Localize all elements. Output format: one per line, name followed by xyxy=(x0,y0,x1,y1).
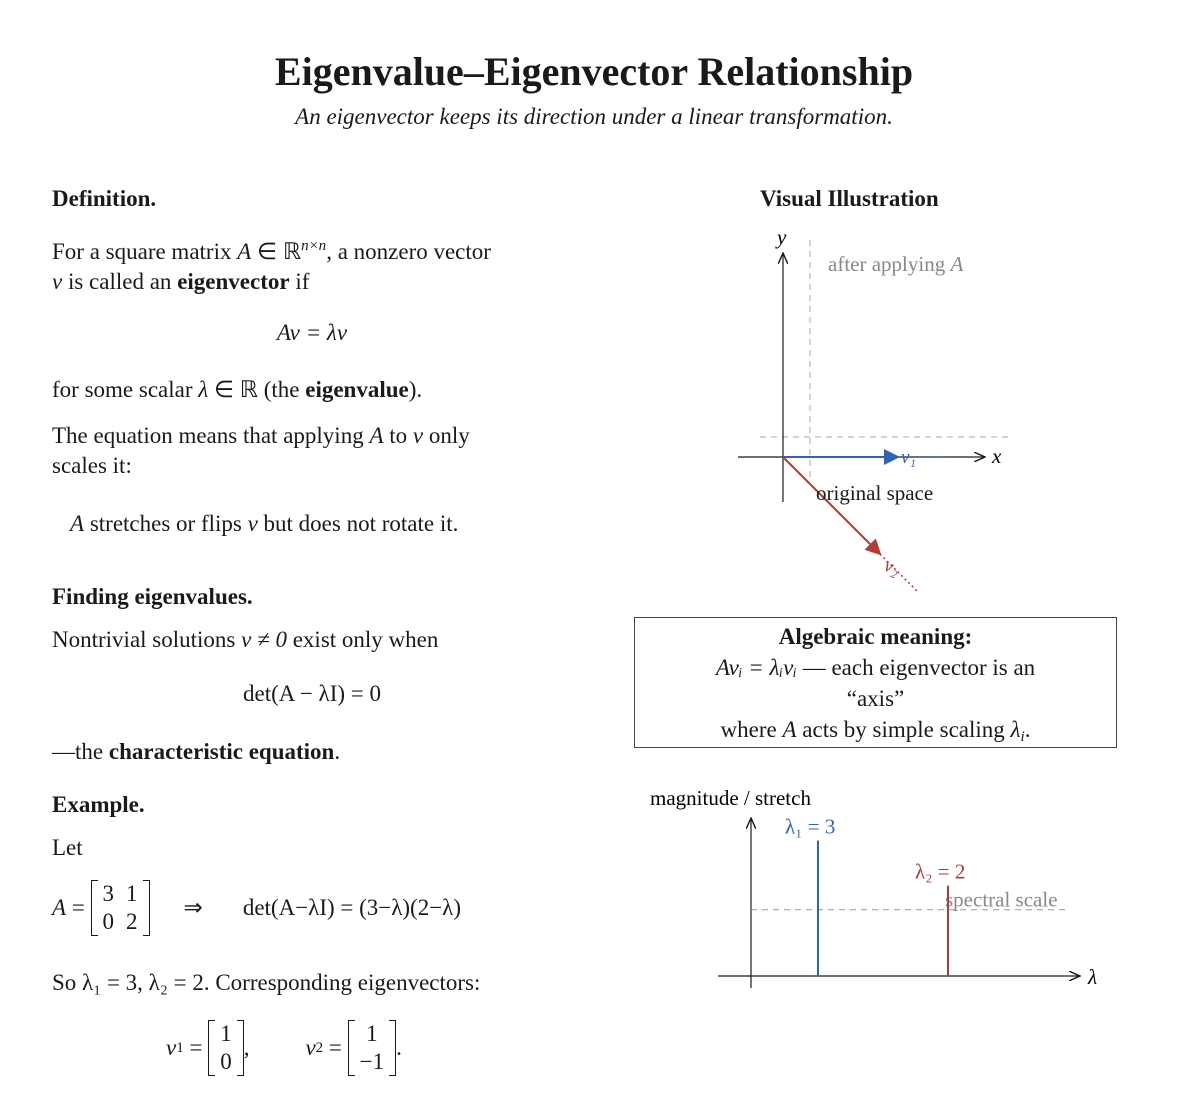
v2-scaled-arrow xyxy=(879,553,919,593)
algebraic-meaning-box: Algebraic meaning: Avᵢ = λᵢvᵢ — each eig… xyxy=(634,617,1117,748)
spectrum-chart: magnitude / stretch λ spectral scale λ₁ … xyxy=(650,786,1097,989)
v1-label: v₁ xyxy=(901,447,916,468)
nontrivial-line: Nontrivial solutions v ≠ 0 exist only wh… xyxy=(52,627,439,652)
characteristic-equation: det(A − λI) = 0 xyxy=(242,681,381,706)
v2-arrow xyxy=(782,456,882,556)
eigenvalue-bar-label: λ₁ = 3 xyxy=(785,815,835,839)
chart-ylabel: magnitude / stretch xyxy=(650,786,811,810)
eigenvalue-bar-label: λ₂ = 2 xyxy=(915,860,965,884)
after-applying-label: after applying A xyxy=(828,252,963,276)
meaning-paragraph: The equation means that applying A to v … xyxy=(52,423,470,478)
definition-heading: Definition. xyxy=(52,186,157,211)
algebraic-line-2: “axis” xyxy=(846,686,905,711)
implies-symbol: ⇒ xyxy=(183,895,203,920)
vector-cell: 1 xyxy=(220,1021,232,1046)
matrix-cell: 3 xyxy=(102,881,115,906)
algebraic-line-1: Avᵢ = λᵢvᵢ — each eigenvector is an xyxy=(715,655,1036,680)
page-subtitle: An eigenvector keeps its direction under… xyxy=(295,104,893,129)
chart-xlabel: λ xyxy=(1087,965,1097,989)
page-title: Eigenvalue–Eigenvector Relationship xyxy=(274,49,914,94)
illustration-heading: Visual Illustration xyxy=(760,186,939,211)
let-text: Let xyxy=(52,835,83,860)
stretch-statement: A stretches or flips v but does not rota… xyxy=(70,511,459,536)
det-expression: det(A−λI) = (3−λ)(2−λ) xyxy=(242,895,461,920)
scalar-line: for some scalar λ ∈ ℝ (the eigenvalue). xyxy=(52,377,423,402)
eigenvalues-line: So λ₁ = 3, λ₂ = 2. Corresponding eigenve… xyxy=(52,970,481,995)
example-heading: Example. xyxy=(52,792,145,817)
vector-v2: 1 −1 xyxy=(347,1020,397,1076)
definition-paragraph: For a square matrix A ∈ ℝn×n, a nonzero … xyxy=(52,238,491,294)
reference-label: spectral scale xyxy=(945,888,1058,912)
eigen-equation: Av = λv xyxy=(276,320,348,345)
vector-cell: 1 xyxy=(366,1021,378,1046)
vector-cell: −1 xyxy=(359,1049,385,1074)
characteristic-line: —the characteristic equation. xyxy=(52,739,341,764)
algebraic-heading: Algebraic meaning: xyxy=(778,624,973,649)
finding-heading: Finding eigenvalues. xyxy=(52,584,253,609)
matrix-cell: 0 xyxy=(102,909,115,934)
matrix-cell: 1 xyxy=(126,881,138,906)
x-axis-label: x xyxy=(991,444,1002,468)
matrix-cell: 2 xyxy=(126,909,138,934)
y-axis-label: y xyxy=(775,225,787,249)
vector-illustration: y x after applying A v₁ v₂ original spac… xyxy=(738,225,1010,593)
algebraic-line-3: where A acts by simple scaling λi. xyxy=(720,717,1031,745)
vector-v1: 1 0 xyxy=(208,1020,244,1076)
v2-label: v₂ xyxy=(881,555,903,580)
vector-cell: 0 xyxy=(220,1049,232,1074)
original-space-label: original space xyxy=(816,481,933,505)
